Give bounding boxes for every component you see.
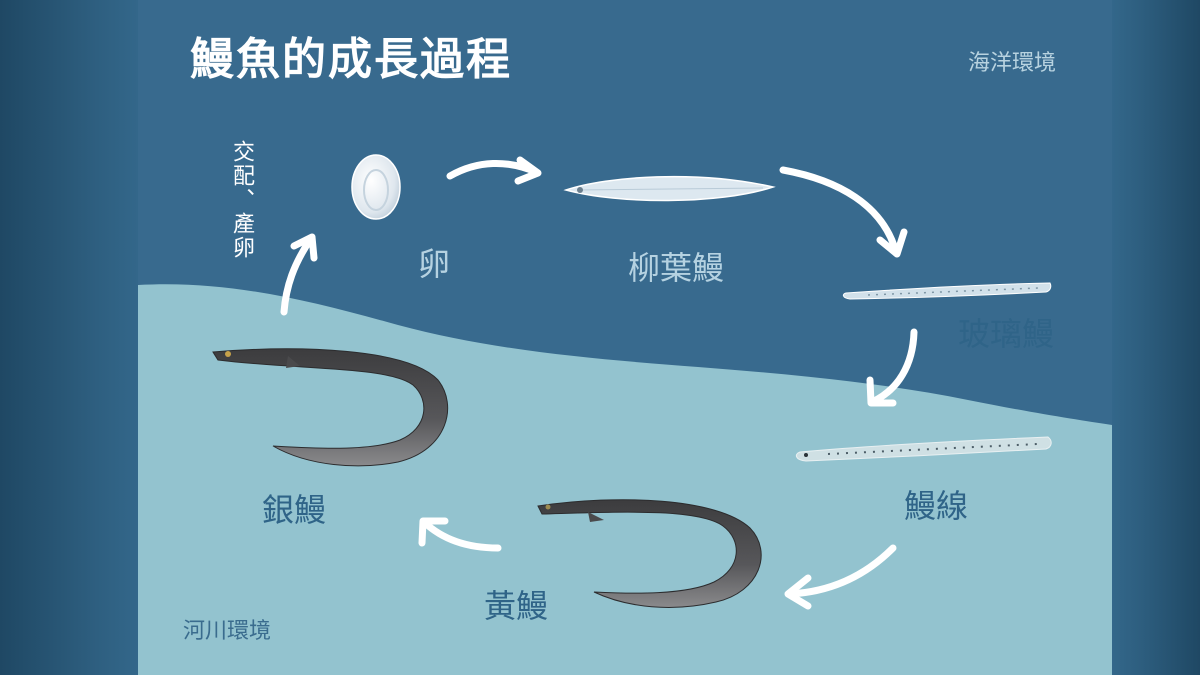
stage-silver-eel-label: 銀鰻 [262, 491, 327, 529]
mating-spawning-label: 交配、產卵 [229, 140, 254, 260]
elver-illustration [795, 436, 1052, 462]
leptocephalus-illustration [563, 175, 776, 202]
river-environment-label: 河川環境 [183, 619, 272, 644]
left-border [0, 0, 138, 675]
right-border [1112, 0, 1200, 675]
page-title: 鰻魚的成長過程 [190, 34, 512, 85]
stage-glass-eel-label: 玻璃鰻 [958, 315, 1055, 353]
arrow-glass-eel-to-elver [866, 328, 918, 407]
lifecycle-diagram: 鰻魚的成長過程 海洋環境 河川環境 交配、產卵 卵 柳葉鰻 玻璃鰻 鰻線 黃鰻 … [138, 0, 1112, 675]
arrow-silver-eel-to-egg [280, 233, 318, 316]
stage-egg-label: 卵 [418, 245, 451, 283]
arrow-yellow-eel-to-silver-eel [418, 517, 502, 552]
arrow-elver-to-yellow-eel [784, 544, 897, 610]
yellow-eel-illustration [537, 499, 762, 608]
river-water [138, 284, 1112, 675]
stage-leptocephalus-label: 柳葉鰻 [628, 249, 725, 287]
cycle-arrows [280, 156, 918, 610]
stage-elver-label: 鰻線 [904, 487, 969, 525]
ocean-environment-label: 海洋環境 [968, 51, 1057, 76]
arrow-egg-to-leptocephalus [446, 156, 542, 185]
glass-eel-illustration [842, 282, 1052, 300]
stage-yellow-eel-label: 黃鰻 [484, 587, 549, 625]
arrow-leptocephalus-to-glass-eel [779, 166, 908, 258]
egg-illustration [351, 154, 401, 220]
silver-eel-illustration [212, 348, 449, 467]
diagram-canvas [138, 154, 1112, 675]
